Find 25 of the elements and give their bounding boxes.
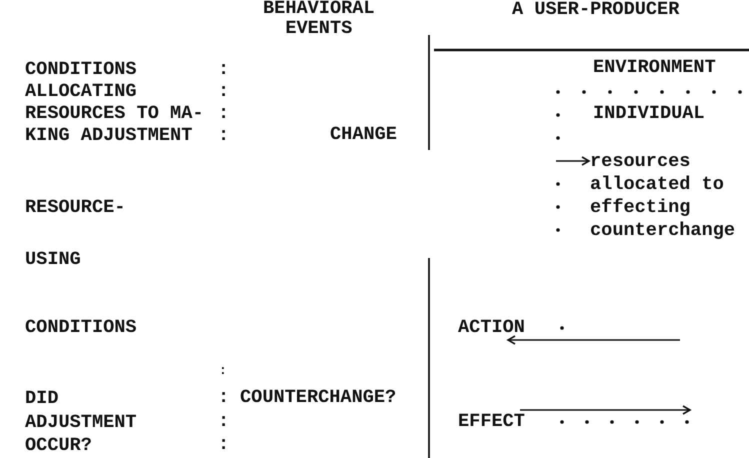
colon: : (218, 125, 230, 147)
arrow (507, 335, 680, 345)
colon: : (218, 434, 230, 456)
arrow (520, 405, 691, 415)
row-label: DID ADJUSTMENT OCCUR? (25, 387, 137, 458)
region-label: ENVIRONMENT (593, 57, 716, 79)
colon: : (218, 411, 230, 433)
colon: : (219, 364, 227, 378)
event-label: COUNTERCHANGE? (240, 387, 396, 409)
flow-label: EFFECT (458, 411, 525, 433)
colon: : (218, 387, 230, 409)
region-label: INDIVIDUAL (593, 103, 705, 125)
flow-label: ACTION (458, 317, 525, 339)
row-label: CONDITIONS ALLOCATING RESOURCES TO MA- KING ADJUSTMENT (25, 59, 204, 147)
colon: : (218, 59, 230, 81)
event-label: CHANGE (330, 124, 397, 146)
row-label: CONDITIONS (25, 317, 137, 339)
arrow (556, 156, 590, 166)
column-heading: A USER-PRODUCER (512, 0, 680, 21)
colon: : (218, 81, 230, 103)
colon: : (218, 103, 230, 125)
row-label: USING (25, 249, 81, 271)
column-heading: BEHAVIORAL EVENTS (263, 0, 375, 39)
row-label: RESOURCE- (25, 197, 126, 219)
note-text: resources allocated to effecting counterchange (590, 150, 736, 242)
